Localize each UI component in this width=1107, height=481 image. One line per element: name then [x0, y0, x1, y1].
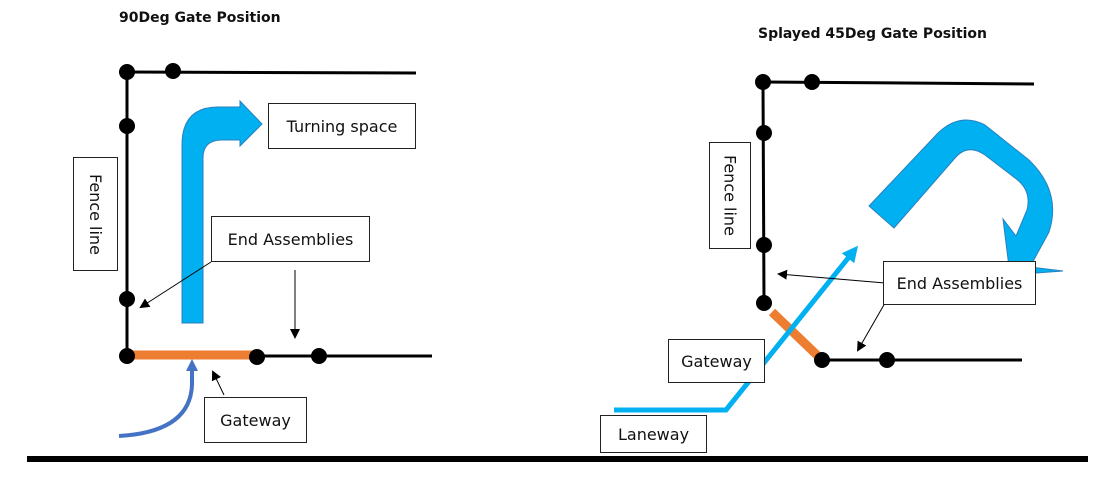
- fence-line-label: Fence line: [73, 157, 118, 271]
- turning-space-label: Turning space: [268, 103, 416, 149]
- fence-post: [165, 63, 181, 79]
- end-assemblies-pointer: [857, 302, 886, 352]
- turning-arrow-icon: [181, 99, 263, 324]
- fence-line-label: Fence line: [709, 142, 751, 249]
- diagram-45deg: [614, 74, 1064, 413]
- gate-post: [249, 349, 265, 365]
- diagram-title: 90Deg Gate Position: [119, 10, 281, 26]
- diagram-90deg: [118, 63, 432, 438]
- fence-post: [804, 74, 820, 90]
- fence-post: [119, 291, 135, 307]
- fence-post: [756, 237, 772, 253]
- diagram-title: Splayed 45Deg Gate Position: [758, 26, 988, 42]
- approach-path-arrow: [118, 359, 198, 438]
- side-fence-line: [761, 81, 766, 304]
- laneway-path-arrow: [614, 245, 859, 413]
- fence-post: [119, 64, 135, 80]
- gateway-label: Gateway: [668, 339, 765, 383]
- gateway-pointer: [211, 370, 225, 396]
- laneway-label: Laneway: [600, 415, 707, 453]
- gate-post: [814, 352, 830, 368]
- gate-45deg: [768, 308, 824, 362]
- gate-post: [756, 295, 772, 311]
- end-assemblies-pointer: [777, 269, 886, 284]
- fence-post: [756, 125, 772, 141]
- fence-post: [879, 352, 895, 368]
- fence-post: [755, 74, 771, 90]
- u-turn-arrow-icon: [868, 119, 1064, 276]
- gateway-label: Gateway: [204, 397, 307, 443]
- fence-post: [119, 118, 135, 134]
- end-assemblies-pointer: [139, 261, 212, 309]
- fence-post: [311, 348, 327, 364]
- end-assemblies-label: End Assemblies: [211, 216, 370, 262]
- end-assemblies-label: End Assemblies: [883, 261, 1036, 305]
- top-fence-line: [762, 80, 1035, 86]
- gate-post: [119, 348, 135, 364]
